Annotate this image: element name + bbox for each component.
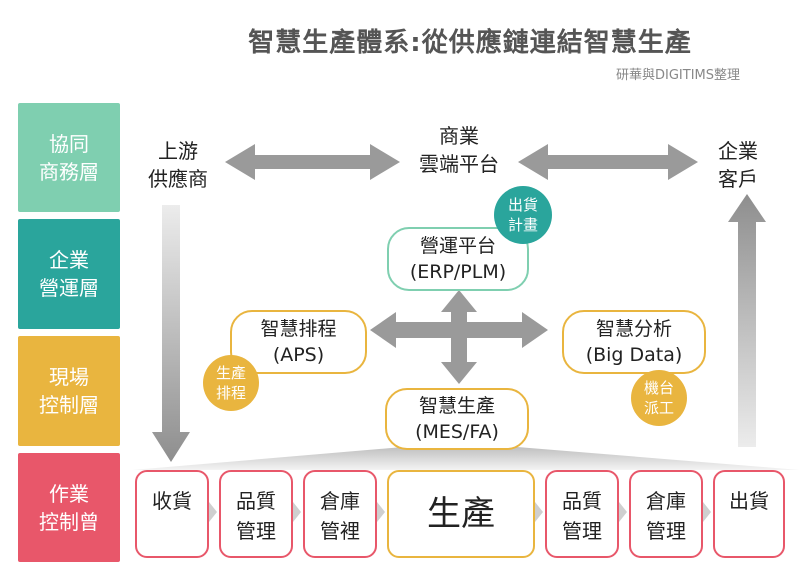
layer-operation: 企業 營運層 bbox=[18, 219, 120, 329]
badge-machine-dispatch: 機台 派工 bbox=[631, 370, 687, 426]
node-enterprise-customer: 企業 客戶 bbox=[718, 139, 758, 191]
step-production: 生產 bbox=[387, 470, 535, 558]
layer-field-control: 現場 控制層 bbox=[18, 336, 120, 446]
badge-shipping-plan: 出貨 計畫 bbox=[494, 186, 552, 244]
up-arrow-customer bbox=[728, 194, 766, 447]
layer-collaboration: 協同 商務層 bbox=[18, 103, 120, 212]
layer-work-control: 作業 控制曾 bbox=[18, 453, 120, 562]
step-warehouse-management-2: 倉庫 管理 bbox=[629, 470, 703, 558]
down-arrow-supplier bbox=[152, 205, 190, 462]
step-quality-management: 品質 管理 bbox=[219, 470, 293, 558]
double-arrow-platform-customer bbox=[518, 144, 698, 180]
badge-production-schedule: 生產 排程 bbox=[203, 355, 259, 411]
step-shipping: 出貨 bbox=[713, 470, 785, 558]
cross-arrow bbox=[370, 290, 548, 384]
diagram-title: 智慧生產體系:從供應鏈連結智慧生產 bbox=[248, 28, 692, 58]
step-quality-management-2: 品質 管理 bbox=[545, 470, 619, 558]
step-receiving: 收貨 bbox=[135, 470, 209, 558]
node-business-cloud: 商業 雲端平台 bbox=[419, 124, 499, 176]
node-smart-analytics: 智慧分析 (Big Data) bbox=[562, 310, 706, 374]
fan-connector bbox=[132, 446, 800, 470]
node-smart-production: 智慧生產 (MES/FA) bbox=[385, 388, 529, 450]
source-credit: 研華與DIGITIMS整理 bbox=[616, 68, 740, 83]
node-upstream-supplier: 上游 供應商 bbox=[148, 139, 208, 191]
double-arrow-supplier-platform bbox=[225, 144, 400, 180]
step-warehouse-management: 倉庫 管裡 bbox=[303, 470, 377, 558]
node-smart-scheduling: 智慧排程 (APS) bbox=[230, 310, 367, 374]
